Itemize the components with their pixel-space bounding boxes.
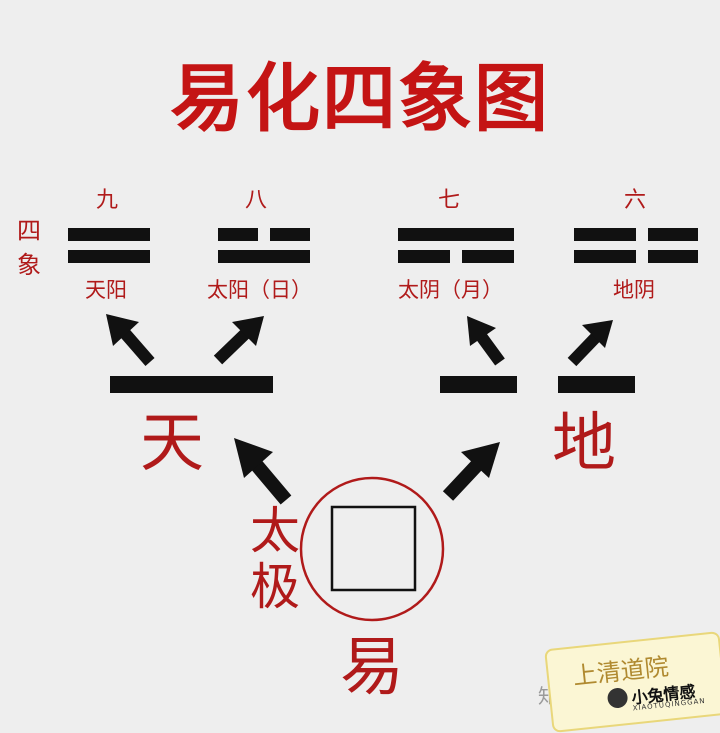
name-tianyang: 天阳 bbox=[85, 278, 127, 302]
yin-line-right bbox=[648, 228, 698, 241]
number-nine: 九 bbox=[96, 188, 119, 213]
name-taiyin: 太阴（月） bbox=[398, 278, 503, 302]
heaven-label: 天 bbox=[140, 407, 204, 481]
yang-line bbox=[218, 250, 310, 263]
earth-label: 地 bbox=[552, 407, 616, 481]
yin-line-right bbox=[462, 250, 514, 263]
taiji-char-1: 太 bbox=[250, 502, 300, 560]
arrow-icon bbox=[213, 316, 264, 365]
brand-watermark: 上清道院 小兔情感 XIAOTUQINGGAN bbox=[544, 631, 720, 733]
taiji-square bbox=[330, 505, 417, 592]
side-label: 四象 bbox=[17, 217, 41, 279]
taiji-char-2: 极 bbox=[250, 558, 300, 616]
arrow-icon bbox=[106, 314, 155, 366]
arrow-icon bbox=[234, 438, 292, 505]
diagram-title: 易化四象图 bbox=[170, 56, 550, 142]
taiji-circle bbox=[299, 476, 445, 622]
number-six: 六 bbox=[624, 188, 647, 213]
yang-line bbox=[68, 228, 150, 241]
arrow-icon bbox=[567, 320, 613, 367]
yin-line-left bbox=[398, 250, 450, 263]
arrow-icon bbox=[467, 316, 505, 366]
number-seven: 七 bbox=[438, 188, 461, 213]
arrow-icon bbox=[442, 442, 500, 501]
name-diyin: 地阴 bbox=[613, 278, 655, 302]
yin-line-right bbox=[270, 228, 310, 241]
name-taiyang: 太阳（日） bbox=[207, 278, 312, 302]
number-eight: 八 bbox=[245, 188, 268, 213]
heaven-yang-line bbox=[110, 376, 273, 393]
yin-line-left bbox=[574, 228, 636, 241]
yin-line-left bbox=[574, 250, 636, 263]
earth-line-right bbox=[558, 376, 635, 393]
yi-label: 易 bbox=[340, 631, 404, 705]
yang-line bbox=[68, 250, 150, 263]
bunny-logo-icon bbox=[606, 687, 629, 710]
yang-line bbox=[398, 228, 514, 241]
yin-line-left bbox=[218, 228, 258, 241]
yin-line-right bbox=[648, 250, 698, 263]
earth-line-left bbox=[440, 376, 517, 393]
